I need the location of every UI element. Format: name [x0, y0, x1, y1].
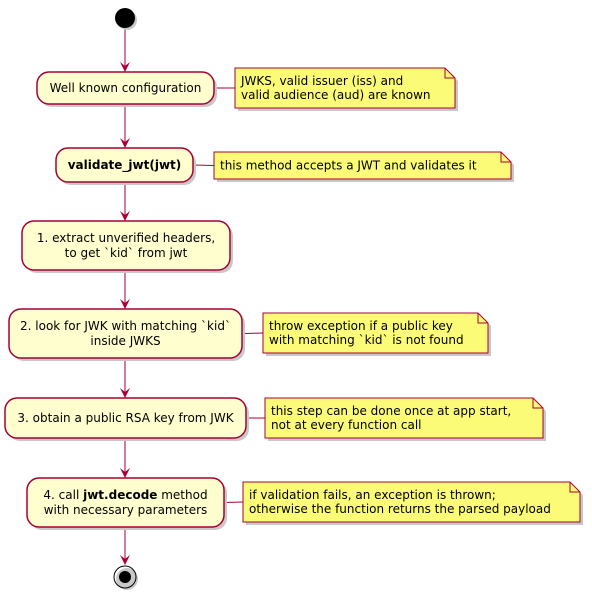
activity-validate: validate_jwt(jwt)	[55, 147, 196, 185]
end-node-ring	[113, 565, 137, 589]
note-connector	[241, 332, 264, 334]
activity-label-segment: 3. obtain a public RSA key from JWK	[17, 411, 234, 425]
activity-label-segment: Well known configuration	[50, 81, 202, 95]
activity-label: 3. obtain a public RSA key from JWK	[17, 411, 234, 425]
note-text: valid audience (aud) are known	[241, 88, 431, 102]
activity-step2: 2. look for JWK with matching `kid`insid…	[8, 308, 245, 361]
note-text: this method accepts a JWT and validates …	[220, 159, 477, 173]
activity-label: 1. extract unverified headers,	[37, 231, 215, 245]
activity-label-segment: 1. extract unverified headers,	[37, 231, 215, 245]
activity-label: to get `kid` from jwt	[65, 246, 188, 260]
activity-label: with necessary parameters	[44, 503, 208, 517]
end-node	[119, 571, 131, 583]
activity-wellknown: Well known configuration	[36, 71, 217, 107]
activity-label-segment: validate_jwt(jwt)	[68, 158, 182, 173]
note-text: if validation fails, an exception is thr…	[249, 488, 496, 502]
activity-label-segment: 4. call	[43, 488, 83, 502]
activity-label: validate_jwt(jwt)	[68, 158, 182, 173]
note-validate: this method accepts a JWT and validates …	[213, 151, 514, 182]
note-text: JWKS, valid issuer (iss) and	[240, 74, 403, 88]
activity-label-segment: method	[157, 488, 207, 502]
note-text: throw exception if a public key	[269, 319, 453, 333]
note-text: not at every function call	[271, 418, 422, 432]
activity-label-segment: inside JWKS	[90, 334, 160, 348]
activity-label: 2. look for JWK with matching `kid`	[20, 319, 231, 333]
note-text: otherwise the function returns the parse…	[249, 502, 551, 516]
activity-label-segment: jwt.decode	[82, 488, 157, 502]
activity-label: inside JWKS	[90, 334, 160, 348]
activity-label-segment: with necessary parameters	[44, 503, 208, 517]
note-text: this step can be done once at app start,	[271, 404, 511, 418]
activity-label: Well known configuration	[50, 81, 202, 95]
note-connector	[223, 501, 244, 503]
activity-label-segment: to get `kid` from jwt	[65, 246, 188, 260]
note-connector	[192, 164, 215, 166]
start-node	[115, 8, 135, 28]
activity-step3: 3. obtain a public RSA key from JWK	[4, 397, 249, 441]
note-text: with matching `kid` is not found	[269, 333, 464, 347]
activity-label-segment: 2. look for JWK with matching `kid`	[20, 319, 231, 333]
note-step4: if validation fails, an exception is thr…	[242, 481, 583, 525]
note-step3: this step can be done once at app start,…	[264, 397, 546, 441]
activity-step1: 1. extract unverified headers,to get `ki…	[21, 220, 233, 273]
activity-label: 4. call jwt.decode method	[43, 488, 207, 502]
